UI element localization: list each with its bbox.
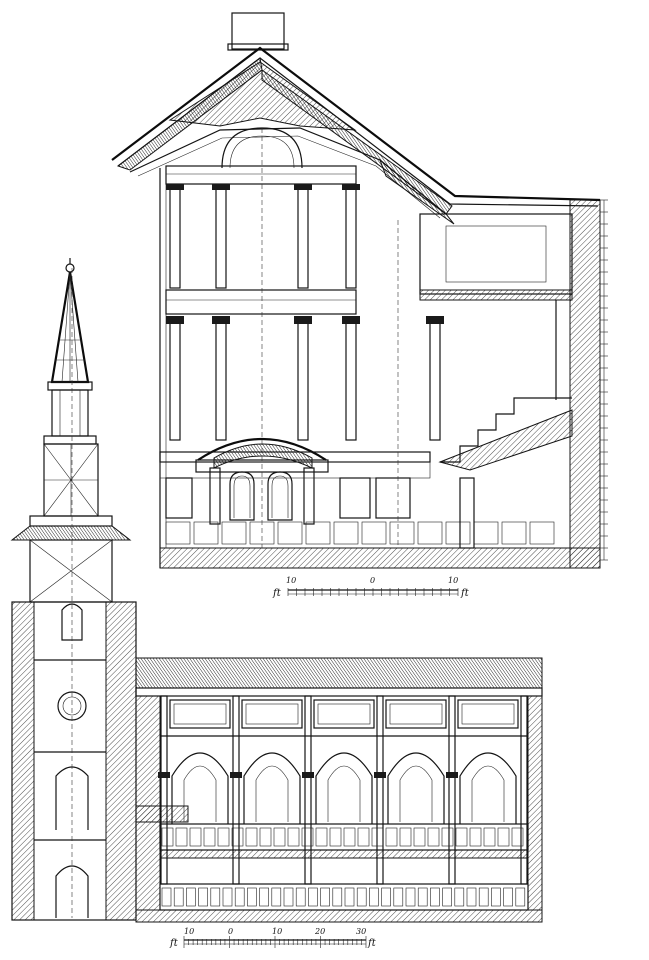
lower-scale-unit-left: ft <box>169 938 179 949</box>
lower-scale-tick-0: 10 <box>184 927 194 936</box>
upper-scale-mid: 0 <box>370 576 375 585</box>
lower-scale-tick-2: 10 <box>272 927 282 936</box>
nave-upper-panel <box>313 699 375 729</box>
upper-entablature <box>165 165 357 185</box>
nave-arch <box>315 752 373 824</box>
reredos-windows <box>229 471 293 521</box>
wainscot-panel <box>277 521 303 545</box>
tower-and-spire <box>10 258 137 921</box>
wainscot-panel <box>333 521 359 545</box>
lantern <box>51 389 89 437</box>
lower-scale-bar: ft ft 10 0 10 20 30 <box>169 927 377 949</box>
wainscot-panel <box>529 521 555 545</box>
nave-upper-panel <box>385 699 447 729</box>
lower-columns <box>166 316 444 441</box>
wainscot-panel <box>473 521 499 545</box>
right-wall <box>569 199 601 569</box>
upper-scale-unit-right: ft <box>460 588 470 599</box>
longitudinal-section <box>135 657 543 923</box>
wainscot-panel <box>445 521 471 545</box>
wainscot-panel <box>417 521 443 545</box>
wainscot-panelling <box>165 521 555 545</box>
middle-entablature <box>165 289 357 315</box>
nave-arch <box>243 752 301 824</box>
wainscot-panel <box>221 521 247 545</box>
nave-arch <box>459 752 517 824</box>
nave-base <box>135 909 543 923</box>
upper-scale-unit-left: ft <box>272 588 282 599</box>
spire-finial <box>65 263 75 273</box>
nave-upper-panel <box>457 699 519 729</box>
transverse-section <box>111 12 608 569</box>
lower-scale-tick-4: 30 <box>356 927 366 936</box>
base-plinth <box>159 547 601 569</box>
wainscot-panel <box>305 521 331 545</box>
nave-arch <box>387 752 445 824</box>
upper-scale-right: 10 <box>448 576 458 585</box>
upper-scale-bar: 10 0 10 ft ft <box>272 576 470 599</box>
nave-upper-panel <box>241 699 303 729</box>
gallery-stairs <box>440 397 572 463</box>
nave-roof <box>135 657 543 689</box>
nave-upper-panel <box>169 699 231 729</box>
nave-arch <box>171 752 229 824</box>
box-pews <box>159 883 529 911</box>
wainscot-panel <box>165 521 191 545</box>
wainscot-panel <box>389 521 415 545</box>
lower-scale-tick-3: 20 <box>314 927 325 936</box>
wainscot-panel <box>501 521 527 545</box>
lower-scale-tick-1: 0 <box>228 927 233 936</box>
upper-columns <box>166 184 360 289</box>
wainscot-panel <box>193 521 219 545</box>
lower-scale-unit-right: ft <box>367 938 377 949</box>
roof-outline <box>111 46 601 202</box>
upper-scale-left: 10 <box>286 576 296 585</box>
wainscot-panel <box>361 521 387 545</box>
